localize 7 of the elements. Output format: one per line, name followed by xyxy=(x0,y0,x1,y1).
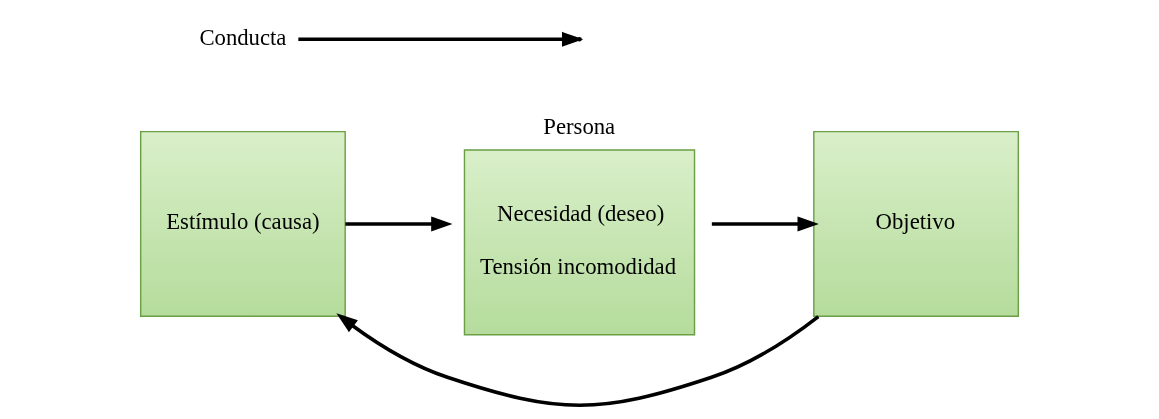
arrow xyxy=(345,216,453,232)
arrow xyxy=(336,313,820,407)
node-label: Persona xyxy=(543,114,616,140)
node-text: Conducta xyxy=(199,24,287,50)
node-box: Objetivo xyxy=(813,130,1020,317)
arrow xyxy=(711,216,819,232)
node-box: Estímulo (causa) xyxy=(139,130,346,317)
